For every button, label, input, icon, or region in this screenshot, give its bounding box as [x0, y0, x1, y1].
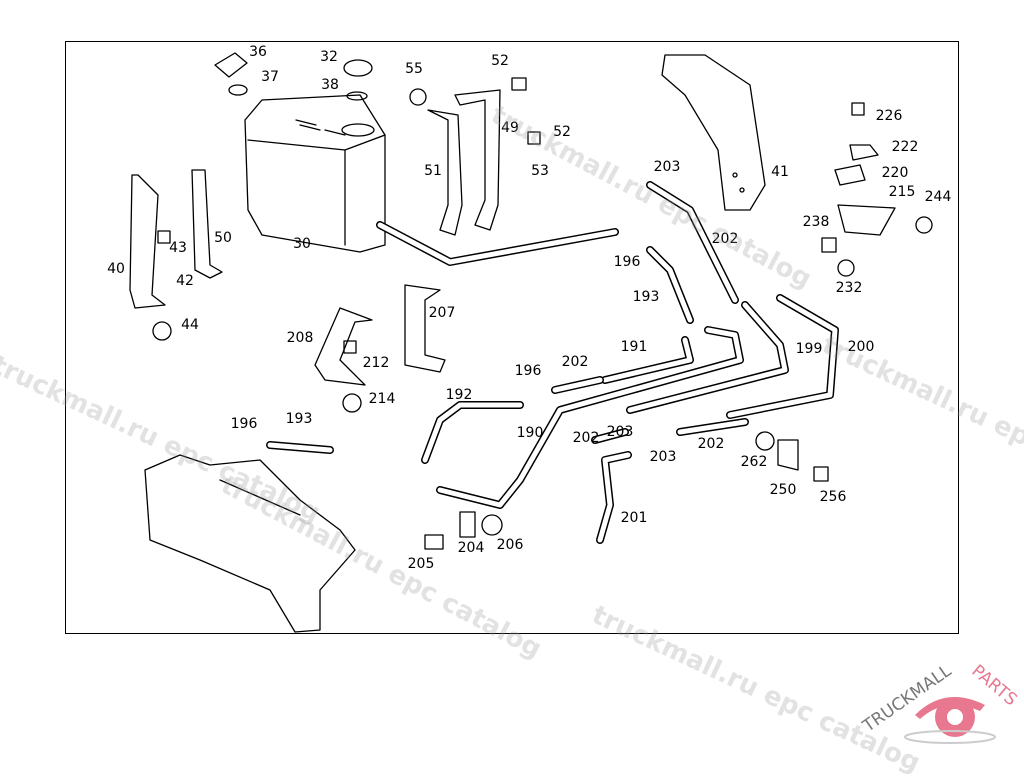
part-label: 250	[769, 482, 797, 499]
part-label: 262	[740, 454, 768, 471]
part-label: 203	[649, 449, 677, 466]
part-label: 202	[711, 231, 739, 248]
part-label: 214	[368, 391, 396, 408]
part-label: 212	[362, 355, 390, 372]
part-label: 42	[176, 273, 194, 290]
part-label: 44	[181, 317, 199, 334]
pipe	[727, 295, 838, 418]
part-label: 36	[249, 44, 267, 61]
parts-diagram-drawing	[129, 52, 933, 633]
part-label: 222	[891, 139, 919, 156]
part-label: 207	[428, 305, 456, 322]
pipe	[552, 377, 603, 393]
part-label: 41	[771, 164, 789, 181]
strap-52	[454, 89, 501, 231]
part-label: 193	[285, 411, 313, 428]
part-label: 37	[261, 69, 279, 86]
gear-icon	[915, 697, 985, 737]
pipe	[422, 402, 523, 463]
part-label: 43	[169, 240, 187, 257]
radiator	[144, 454, 356, 633]
bracket-208	[314, 307, 373, 386]
bracket-40	[129, 174, 166, 309]
part-label: 51	[424, 163, 442, 180]
part-label: 196	[230, 416, 258, 433]
pipes	[266, 181, 839, 544]
part-label: 53	[531, 163, 549, 180]
part-label: 52	[553, 124, 571, 141]
part-label: 38	[321, 77, 339, 94]
bracket-41	[661, 54, 766, 211]
part-label: 202	[572, 430, 600, 447]
pipe	[267, 442, 333, 453]
part-label: 206	[496, 537, 524, 554]
pipe	[592, 429, 628, 443]
diagram-frame	[65, 41, 959, 634]
part-label: 196	[613, 254, 641, 271]
pipe	[627, 302, 788, 413]
part-label: 52	[491, 53, 509, 70]
part-label: 40	[107, 261, 125, 278]
part-label: 244	[924, 189, 952, 206]
part-label: 193	[632, 289, 660, 306]
part-label: 55	[405, 61, 423, 78]
part-label: 208	[286, 330, 314, 347]
part-label: 204	[457, 540, 485, 557]
part-label: 202	[697, 436, 725, 453]
truckmall-parts-logo: TRUCKMALL PARTS	[855, 655, 1024, 750]
part-label: 232	[835, 280, 863, 297]
pipe	[421, 401, 524, 464]
bracket-207	[404, 284, 446, 373]
pipe	[597, 452, 631, 543]
pipe	[437, 327, 743, 508]
part-label: 215	[888, 184, 916, 201]
part-label: 220	[881, 165, 909, 182]
part-label: 32	[320, 49, 338, 66]
plate-215	[837, 204, 896, 236]
strap-51	[427, 109, 463, 236]
part-label: 49	[501, 120, 519, 137]
pipe	[602, 337, 693, 383]
part-label: 238	[802, 214, 830, 231]
part-label: 202	[561, 354, 589, 371]
part-label: 199	[795, 341, 823, 358]
pipe	[377, 222, 618, 265]
part-label: 226	[875, 108, 903, 125]
pipe	[647, 182, 738, 303]
pipe	[677, 419, 748, 435]
pipe	[647, 247, 693, 323]
part-label: 203	[606, 424, 634, 441]
bracket-50	[191, 169, 223, 279]
part-label: 256	[819, 489, 847, 506]
part-label: 50	[214, 230, 232, 247]
part-label: 200	[847, 339, 875, 356]
part-label: 191	[620, 339, 648, 356]
part-label: 192	[445, 387, 473, 404]
part-label: 205	[407, 556, 435, 573]
part-label: 30	[293, 236, 311, 253]
small-parts	[152, 52, 933, 550]
coolant-tank	[244, 94, 386, 253]
pipe	[436, 326, 744, 509]
part-label: 201	[620, 510, 648, 527]
part-label: 203	[653, 159, 681, 176]
part-label: 196	[514, 363, 542, 380]
part-label: 190	[516, 425, 544, 442]
